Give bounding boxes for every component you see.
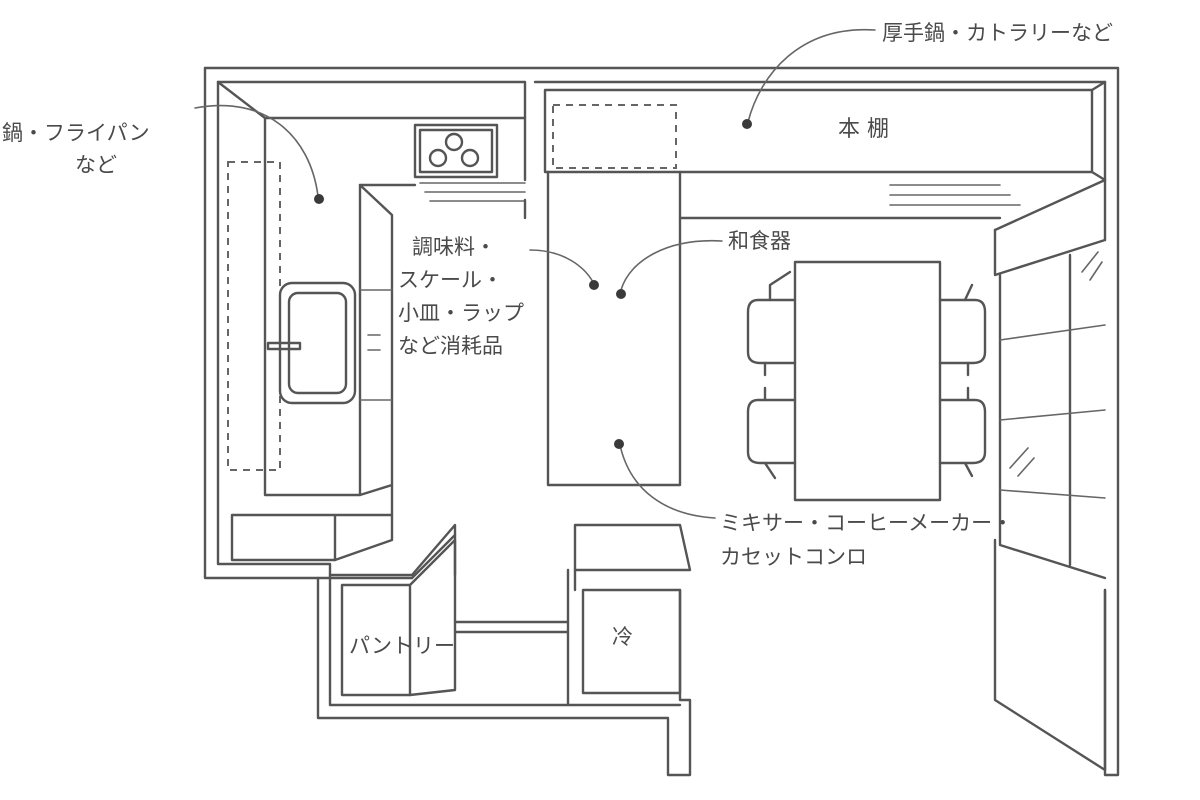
- label-fridge: 冷: [612, 625, 633, 649]
- text-labels: 鍋・フライパン など 厚手鍋・カトラリーなど 本 棚 調味料・ スケール・ 小皿…: [2, 21, 1113, 658]
- label-seasonings-4: など消耗品: [398, 334, 503, 358]
- label-seasonings-3: 小皿・ラップ: [398, 301, 524, 325]
- label-seasonings-1: 調味料・: [412, 235, 496, 259]
- label-seasonings-2: スケール・: [398, 268, 503, 292]
- label-pots-pans-1: 鍋・フライパン: [2, 121, 150, 145]
- window-wall: [993, 178, 1107, 772]
- label-appliances-1: ミキサー・コーヒーメーカー・: [720, 511, 1013, 535]
- bookshelf: [543, 80, 1107, 182]
- label-appliances-2: カセットコンロ: [720, 545, 867, 569]
- marker-dot-pots: [314, 194, 324, 204]
- left-counter: [216, 80, 527, 497]
- marker-dot-seasonings: [589, 280, 599, 290]
- marker-dot-heavy-pots: [742, 119, 752, 129]
- label-bookshelf: 本 棚: [838, 117, 889, 142]
- label-heavy-pots: 厚手鍋・カトラリーなど: [882, 21, 1113, 45]
- label-pots-pans-2: など: [75, 153, 117, 177]
- dining-table: [746, 260, 987, 502]
- marker-dot-tableware: [616, 289, 626, 299]
- fridge: [566, 523, 692, 707]
- leader-lines: [194, 28, 876, 519]
- label-japanese-tableware: 和食器: [728, 229, 791, 253]
- center-island: [546, 170, 1021, 487]
- pantry-cabinet: [316, 523, 570, 697]
- label-pantry: パントリー: [349, 634, 455, 658]
- bottom-left-cabinet: [230, 483, 394, 562]
- stove-icon: [413, 123, 527, 220]
- marker-dot-appliances: [614, 439, 624, 449]
